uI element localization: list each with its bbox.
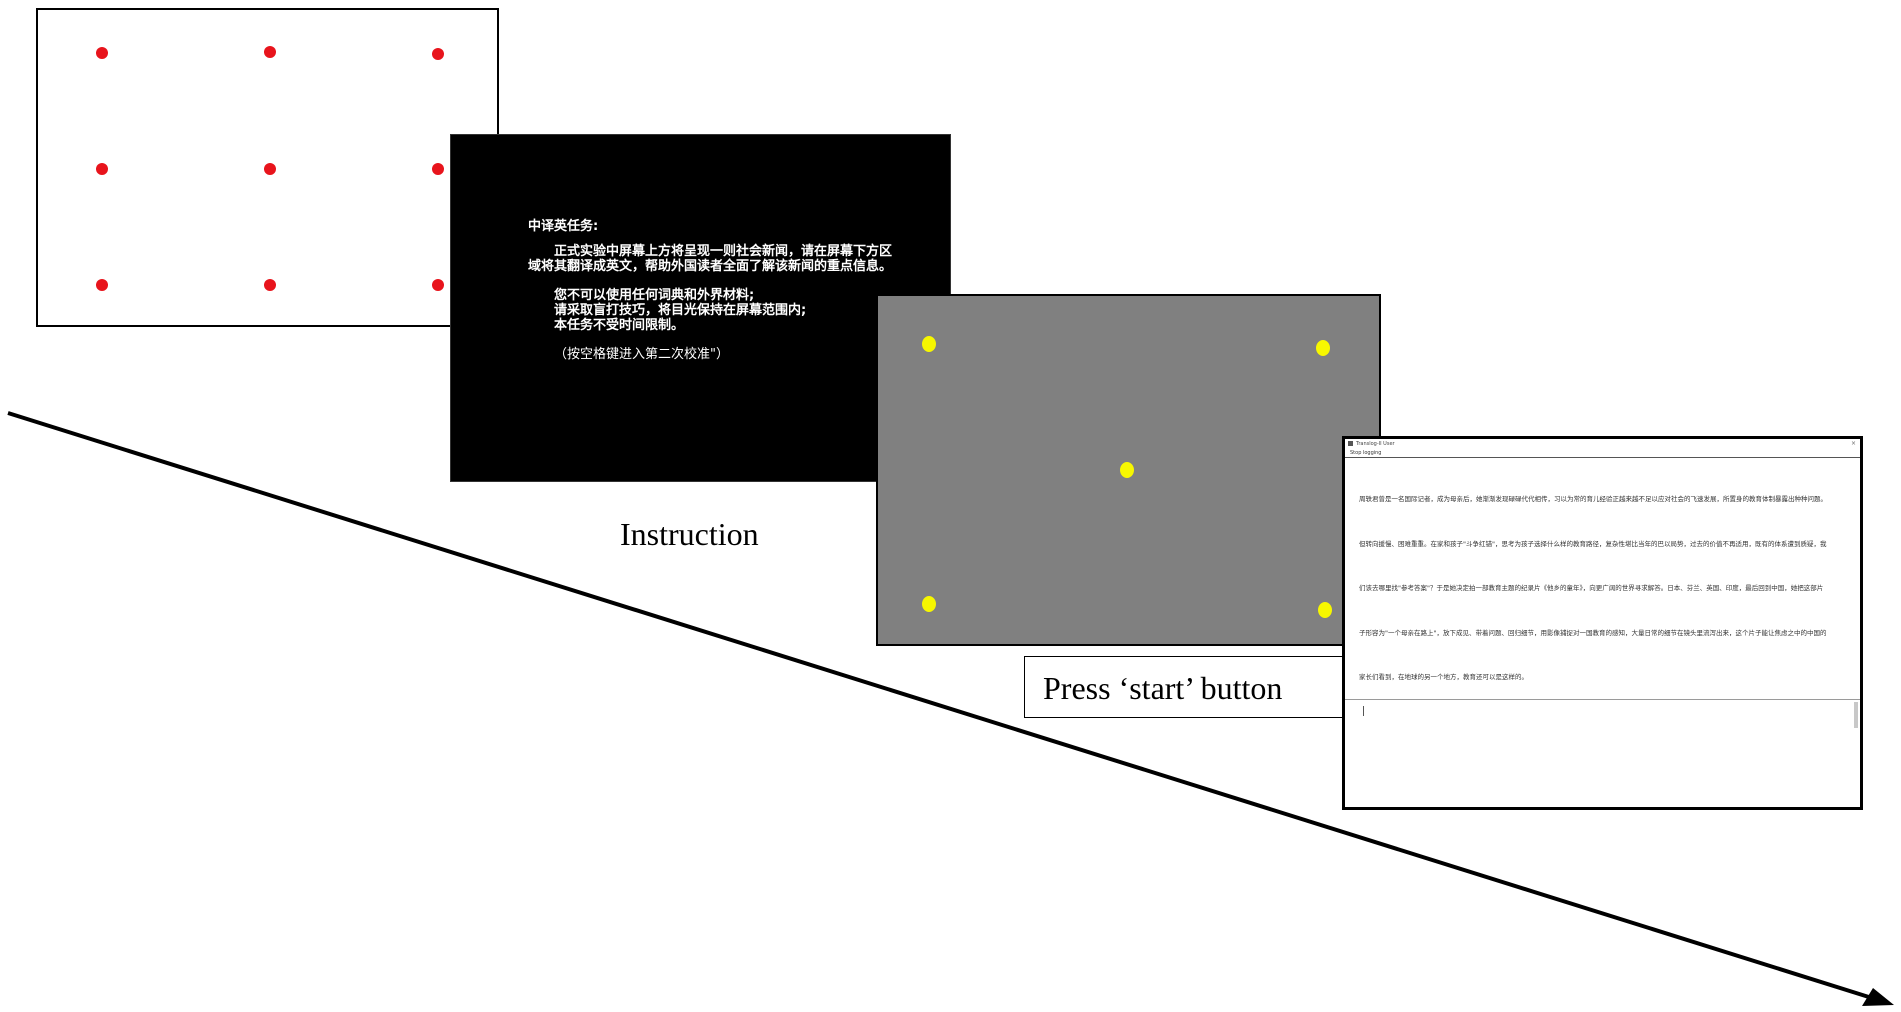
window-menubar: Stop logging — [1345, 449, 1860, 458]
instruction-rule: 本任务不受时间限制。 — [554, 318, 685, 333]
source-text-area: 周轶君曾是一名国际记者，成为母亲后，她渐渐发现碌碌代代相传，习以为常的育儿经验正… — [1359, 477, 1847, 700]
timeline-line — [7, 411, 1873, 1000]
calibration-dot — [432, 48, 444, 60]
input-scrollbar[interactable] — [1854, 702, 1858, 728]
calibration-dot — [432, 163, 444, 175]
text-cursor — [1363, 706, 1364, 716]
instruction-body: 正式实验中屏幕上方将呈现一则社会新闻，请在屏幕下方区域将其翻译成英文，帮助外国读… — [528, 244, 893, 274]
app-icon — [1348, 441, 1353, 446]
close-icon[interactable]: × — [1850, 440, 1856, 447]
calibration-screen — [36, 8, 499, 327]
source-text-line: 子形容为"一个母亲在路上"，放下成见、带着问题、回归细节，用影像捕捉对一国教育的… — [1359, 628, 1827, 637]
validation-dot — [1318, 602, 1332, 618]
calibration-dot — [432, 279, 444, 291]
instruction-text: 中译英任务: 正式实验中屏幕上方将呈现一则社会新闻，请在屏幕下方区域将其翻译成英… — [528, 219, 898, 362]
calibration-dot — [96, 163, 108, 175]
instruction-rule: 请采取盲打技巧，将目光保持在屏幕范围内; — [554, 303, 807, 318]
source-text-line: 但转向援慢、困难重重。在家和孩子"斗争红锚"，思考为孩子选择什么样的教育路径，复… — [1359, 539, 1827, 548]
window-title: Translog-II User — [1356, 441, 1395, 447]
window-titlebar: Translog-II User × — [1345, 439, 1860, 449]
instruction-rules: 您不可以使用任何词典和外界材料; 请采取盲打技巧，将目光保持在屏幕范围内; 本任… — [528, 288, 898, 333]
translation-input-area[interactable] — [1345, 700, 1860, 807]
timeline-arrowhead — [1862, 988, 1894, 1006]
instruction-hint: （按空格键进入第二次校准"） — [554, 347, 729, 362]
calibration-dot — [264, 163, 276, 175]
validation-screen — [876, 294, 1381, 646]
calibration-dot — [96, 47, 108, 59]
validation-dot — [922, 596, 936, 612]
instruction-screen: 中译英任务: 正式实验中屏幕上方将呈现一则社会新闻，请在屏幕下方区域将其翻译成英… — [450, 134, 951, 482]
input-divider — [1345, 699, 1860, 700]
start-button-caption: Press ‘start’ button — [1024, 656, 1344, 718]
calibration-dot — [96, 279, 108, 291]
instruction-heading: 中译英任务: — [528, 219, 599, 234]
stop-logging-menu[interactable]: Stop logging — [1350, 450, 1382, 456]
validation-dot — [1120, 462, 1134, 478]
instruction-rule: 您不可以使用任何词典和外界材料; — [554, 288, 755, 303]
translation-window: Translog-II User × Stop logging 周轶君曾是一名国… — [1342, 436, 1863, 810]
calibration-dot — [264, 279, 276, 291]
validation-dot — [922, 336, 936, 352]
source-text-line: 周轶君曾是一名国际记者，成为母亲后，她渐渐发现碌碌代代相传，习以为常的育儿经验正… — [1359, 495, 1827, 503]
instruction-caption: Instruction — [620, 516, 759, 552]
validation-dot — [1316, 340, 1330, 356]
source-text-line: 家长们看到，在地球的另一个地方，教育还可以是这样的。 — [1359, 673, 1528, 681]
source-text-line: 们该去哪里找"参考答案"？于是她决定拍一部教育主题的纪录片《他乡的童年》，向更广… — [1359, 584, 1824, 592]
calibration-dot — [264, 46, 276, 58]
